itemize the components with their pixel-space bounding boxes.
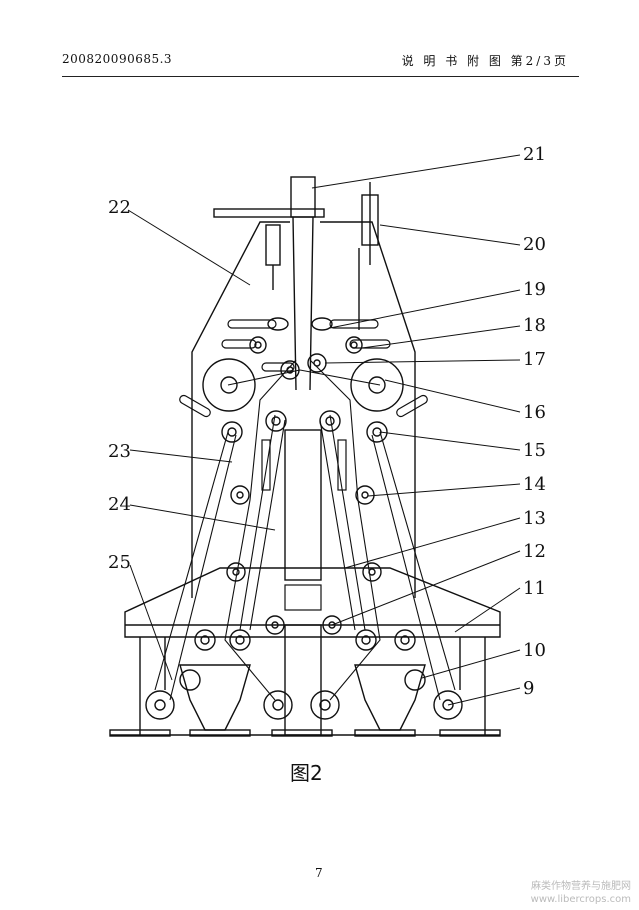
section-title: 说 明 书 附 图 bbox=[401, 54, 504, 68]
page-header-info: 说 明 书 附 图 第2/3页 bbox=[402, 52, 569, 69]
machine-base bbox=[109, 567, 501, 737]
callout-19: 19 bbox=[523, 279, 546, 300]
callout-18: 18 bbox=[523, 315, 546, 336]
watermark-line-1: 麻类作物营养与施肥网 bbox=[531, 881, 631, 892]
callout-25: 25 bbox=[108, 552, 131, 573]
callout-9: 9 bbox=[523, 678, 534, 699]
callout-15: 15 bbox=[523, 440, 546, 461]
header-rule bbox=[62, 76, 579, 77]
callout-22: 22 bbox=[108, 197, 131, 218]
callout-13: 13 bbox=[523, 508, 546, 529]
watermark: 麻类作物营养与施肥网 www.libercrops.com bbox=[531, 880, 631, 906]
callout-10: 10 bbox=[523, 640, 546, 661]
watermark-line-2: www.libercrops.com bbox=[530, 894, 631, 905]
leader-lines bbox=[127, 154, 521, 706]
callout-23: 23 bbox=[108, 441, 131, 462]
page-number: 7 bbox=[315, 866, 323, 880]
callout-11: 11 bbox=[523, 578, 546, 599]
callout-12: 12 bbox=[523, 541, 546, 562]
callout-16: 16 bbox=[523, 402, 546, 423]
linkage-arms bbox=[179, 319, 428, 611]
callout-17: 17 bbox=[523, 349, 546, 370]
callout-20: 20 bbox=[523, 234, 546, 255]
callout-24: 24 bbox=[108, 494, 131, 515]
figure-caption: 图2 bbox=[290, 761, 323, 785]
callout-21: 21 bbox=[523, 144, 546, 165]
machine-frame bbox=[191, 176, 416, 598]
document-number: 200820090685.3 bbox=[62, 52, 173, 66]
callout-14: 14 bbox=[523, 474, 546, 495]
belts bbox=[154, 359, 456, 701]
page-info: 第2/3页 bbox=[510, 54, 569, 68]
